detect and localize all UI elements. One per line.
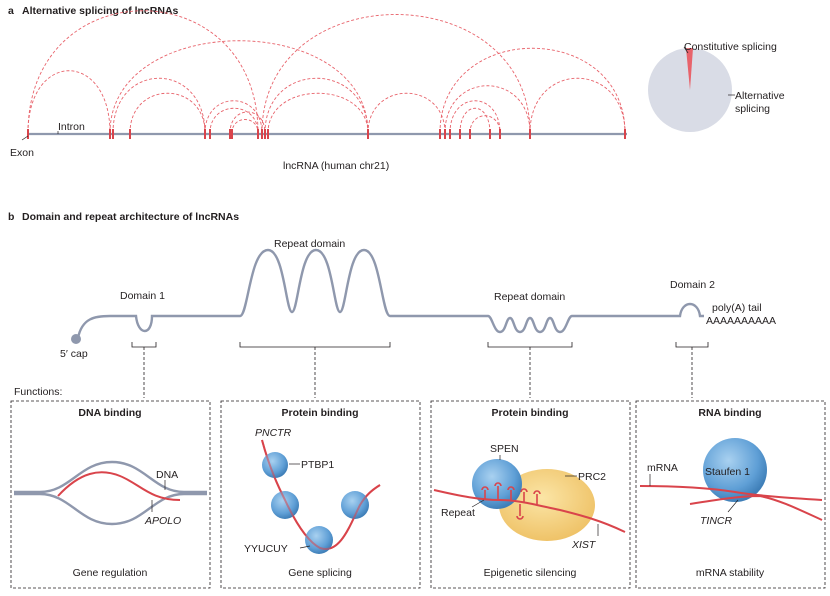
domain-brackets <box>131 342 709 398</box>
pnctr-label: PNCTR <box>255 427 292 439</box>
xist-label: XIST <box>571 539 597 551</box>
gene-label: lncRNA (human chr21) <box>283 160 389 172</box>
panel-b-title: Domain and repeat architecture of lncRNA… <box>22 211 239 223</box>
staufen1-label: Staufen 1 <box>705 466 750 478</box>
apolo-label: APOLO <box>144 515 181 527</box>
tincr-label: TINCR <box>700 515 732 527</box>
cap-dot <box>71 334 81 344</box>
constitutive-label: Constitutive splicing <box>684 41 777 53</box>
lncrna-architecture <box>76 248 704 339</box>
ptbp1-protein-4 <box>305 526 333 554</box>
domain1-label: Domain 1 <box>120 290 165 302</box>
intron-label: Intron <box>58 121 85 133</box>
repeat-domain-2-label: Repeat domain <box>494 291 565 303</box>
box2-title: Protein binding <box>282 407 359 419</box>
panel-b-letter: b <box>8 211 14 223</box>
function-box-protein-binding-splicing: Protein binding PNCTR PTBP1 YYUCUY Gene … <box>220 400 421 589</box>
exon-label: Exon <box>10 147 34 159</box>
xist-rna <box>433 489 626 533</box>
box2-caption: Gene splicing <box>288 567 352 579</box>
staufen1-protein <box>703 438 767 502</box>
yyucuy-label: YYUCUY <box>244 543 288 555</box>
polya-label: poly(A) tail <box>712 302 762 314</box>
dna-strand-top <box>14 460 207 494</box>
spen-label: SPEN <box>490 443 519 455</box>
repeat-label: Repeat <box>441 507 475 519</box>
ptbp1-protein-3 <box>341 491 369 519</box>
functions-label: Functions: <box>14 386 62 398</box>
dna-label: DNA <box>156 469 178 481</box>
polya-sequence: AAAAAAAAAA <box>706 315 776 327</box>
ptbp1-label: PTBP1 <box>301 459 334 471</box>
box4-caption: mRNA stability <box>696 567 765 579</box>
xist-repeat-loops <box>481 482 541 520</box>
alternative-label-2: splicing <box>735 103 770 115</box>
panel-a-title: Alternative splicing of lncRNAs <box>22 5 179 17</box>
repeat-domain-1-label: Repeat domain <box>274 238 345 250</box>
function-box-dna-binding: DNA binding DNA APOLO Gene regulation <box>10 400 211 589</box>
pie-constitutive-slice <box>686 47 693 90</box>
alternative-label-1: Alternative <box>735 90 785 102</box>
prc2-complex <box>499 469 595 541</box>
splicing-pie <box>648 47 732 132</box>
prc2-label: PRC2 <box>578 471 606 483</box>
cap-label: 5′ cap <box>60 348 88 360</box>
exons <box>27 129 626 139</box>
panel-a-letter: a <box>8 5 14 17</box>
box1-title: DNA binding <box>78 407 141 419</box>
ptbp1-protein-2 <box>271 491 299 519</box>
box3-caption: Epigenetic silencing <box>484 567 577 579</box>
box4-title: RNA binding <box>698 407 761 419</box>
function-box-protein-binding-silencing: Protein binding SPEN PRC2 Repeat XIST Ep… <box>430 400 631 589</box>
function-box-rna-binding: RNA binding mRNA Staufen 1 TINCR mRNA st… <box>635 400 826 589</box>
tincr-rna <box>689 494 823 521</box>
domain2-label: Domain 2 <box>670 279 715 291</box>
mrna-strand <box>639 485 823 501</box>
splice-arcs <box>27 10 626 134</box>
apolo-rna <box>57 471 181 501</box>
box3-title: Protein binding <box>492 407 569 419</box>
mrna-label: mRNA <box>647 462 678 474</box>
box1-caption: Gene regulation <box>73 567 148 579</box>
